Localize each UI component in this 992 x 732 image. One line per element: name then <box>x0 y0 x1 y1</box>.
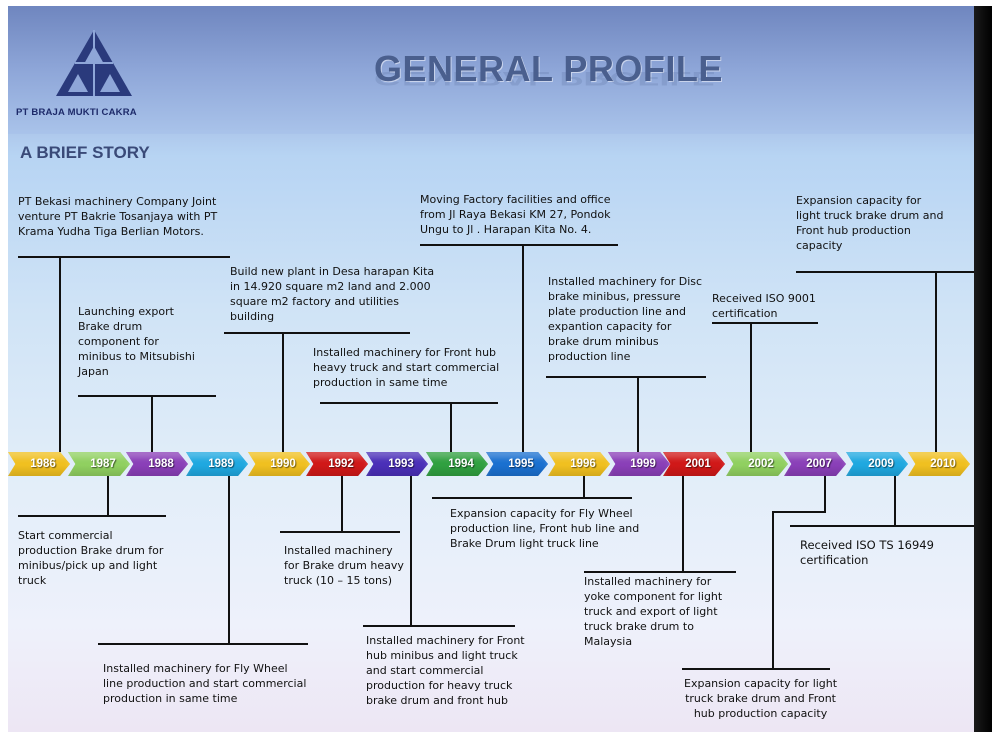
note-2009: Received ISO TS 16949 certification <box>800 538 934 567</box>
connector-h-1994 <box>320 402 498 404</box>
timeline-year-label: 1990 <box>270 458 296 470</box>
company-logo-icon <box>56 30 132 96</box>
connector-v-2007 <box>824 476 826 512</box>
timeline-year-label: 1999 <box>630 458 656 470</box>
timeline-year-1986: 1986 <box>8 452 70 476</box>
note-1992: Installed machinery for Brake drum heavy… <box>284 544 404 587</box>
connector-h-2010 <box>796 271 974 273</box>
timeline-year-2009: 2009 <box>846 452 908 476</box>
timeline-year-label: 2002 <box>748 458 774 470</box>
connector-h-2001 <box>584 571 736 573</box>
timeline-year-label: 2001 <box>685 458 711 470</box>
connector-v-1987 <box>107 476 109 516</box>
connector-v-2009 <box>894 476 896 526</box>
timeline-year-1990: 1990 <box>248 452 310 476</box>
connector-h-1993 <box>363 625 515 627</box>
timeline-year-label: 1995 <box>508 458 534 470</box>
timeline-year-label: 1992 <box>328 458 354 470</box>
section-subtitle: A BRIEF STORY <box>20 143 150 162</box>
connector-h-1996 <box>432 497 632 499</box>
timeline-year-1996: 1996 <box>548 452 610 476</box>
connector-v-1986 <box>59 256 61 452</box>
connector-v-1990 <box>282 332 284 452</box>
connector-h-1995 <box>420 244 618 246</box>
timeline-year-label: 2010 <box>930 458 956 470</box>
connector-v-1996 <box>583 476 585 498</box>
timeline-year-label: 1994 <box>448 458 474 470</box>
timeline-year-label: 1988 <box>148 458 174 470</box>
connector-h-1990 <box>224 332 410 334</box>
timeline-year-1995: 1995 <box>486 452 548 476</box>
note-1987: Start commercial production Brake drum f… <box>18 529 164 587</box>
slide: PT BRAJA MUKTI CAKRA GENERAL PROFILE GEN… <box>8 6 974 732</box>
connector-v-2002 <box>750 322 752 452</box>
timeline-year-label: 2009 <box>868 458 894 470</box>
timeline-year-2001: 2001 <box>663 452 725 476</box>
note-2001: Installed machinery for yoke component f… <box>584 575 723 648</box>
connector-v-1999 <box>637 376 639 452</box>
connector-h-2002 <box>712 322 818 324</box>
timeline-year-2002: 2002 <box>726 452 788 476</box>
note-2002: Received ISO 9001 certification <box>712 292 816 320</box>
timeline-year-1993: 1993 <box>366 452 428 476</box>
slide-shadow <box>974 6 992 732</box>
note-1994: Installed machinery for Front hub heavy … <box>313 346 500 389</box>
timeline-year-label: 1993 <box>388 458 414 470</box>
timeline-year-2007: 2007 <box>784 452 846 476</box>
connector-h-1999 <box>546 376 706 378</box>
timeline-year-1994: 1994 <box>426 452 488 476</box>
connector-h-1989 <box>98 643 308 645</box>
connector-v-1989 <box>228 476 230 644</box>
connector-h-1992 <box>280 531 400 533</box>
timeline-year-label: 1996 <box>570 458 596 470</box>
connector-v-1988 <box>151 395 153 452</box>
connector-v-1994 <box>450 402 452 452</box>
connector-h-2007 <box>682 668 830 670</box>
connector-v-1992 <box>341 476 343 532</box>
timeline-year-1999: 1999 <box>608 452 670 476</box>
note-1993: Installed machinery for Front hub minibu… <box>366 634 525 707</box>
timeline-year-1992: 1992 <box>306 452 368 476</box>
note-1995: Moving Factory facilities and office fro… <box>420 193 611 236</box>
timeline-year-label: 2007 <box>806 458 832 470</box>
timeline-year-1988: 1988 <box>126 452 188 476</box>
connector-v-2001 <box>682 476 684 572</box>
timeline-year-label: 1987 <box>90 458 116 470</box>
connector-h-2007-top <box>772 511 826 513</box>
timeline-year-2010: 2010 <box>908 452 970 476</box>
connector-h-1986 <box>18 256 230 258</box>
connector-v-2007-drop <box>772 511 774 669</box>
timeline-year-label: 1986 <box>30 458 56 470</box>
note-1990: Build new plant in Desa harapan Kita in … <box>230 265 435 323</box>
note-1999: Installed machinery for Disc brake minib… <box>548 275 703 363</box>
note-1996: Expansion capacity for Fly Wheel product… <box>450 507 640 550</box>
connector-h-2009 <box>790 525 974 527</box>
connector-h-1988 <box>78 395 216 397</box>
connector-v-2010 <box>935 271 937 452</box>
note-1986: PT Bekasi machinery Company Joint ventur… <box>18 195 218 238</box>
note-2010: Expansion capacity for light truck brake… <box>796 194 944 252</box>
connector-v-1995 <box>522 244 524 452</box>
header-band <box>8 6 974 134</box>
note-1988: Launching export Brake drum component fo… <box>78 305 195 378</box>
note-2007: Expansion capacity for light truck brake… <box>684 677 838 720</box>
company-name: PT BRAJA MUKTI CAKRA <box>16 107 137 118</box>
timeline-year-1987: 1987 <box>68 452 130 476</box>
connector-v-1993 <box>410 476 412 626</box>
note-1989: Installed machinery for Fly Wheel line p… <box>103 662 307 705</box>
timeline-year-1989: 1989 <box>186 452 248 476</box>
page-title: GENERAL PROFILE <box>374 48 723 89</box>
timeline-bar: 1986 1987 1988 1989 1990 1992 1993 1994 1995 1996… <box>8 452 974 476</box>
timeline-year-label: 1989 <box>208 458 234 470</box>
connector-h-1987 <box>18 515 166 517</box>
